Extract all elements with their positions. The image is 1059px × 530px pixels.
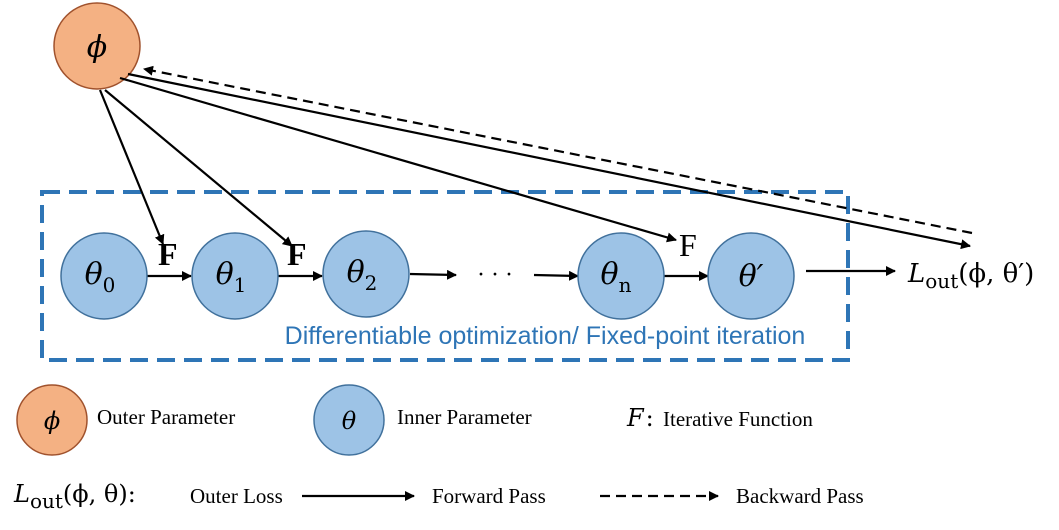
outer-node-phi: ϕ bbox=[53, 2, 141, 90]
chain-arrows bbox=[147, 266, 896, 281]
iter-label-f1: F bbox=[158, 236, 178, 272]
legend-forward: Forward Pass bbox=[302, 484, 546, 508]
inner-node-symbol: θ bbox=[347, 255, 365, 290]
arrow-theta2-to-ellipsis bbox=[409, 269, 457, 280]
inner-node-symbol: θ bbox=[601, 257, 619, 292]
legend-loss-text: Outer Loss bbox=[190, 484, 283, 508]
inner-node-subscript: 0 bbox=[103, 273, 116, 297]
inner-node-thetan: θn bbox=[577, 232, 665, 320]
inner-node-subscript: 1 bbox=[234, 273, 247, 297]
forward-arrows-from-phi bbox=[98, 72, 971, 250]
inner-node-theta-prime: θ′ bbox=[707, 232, 795, 320]
arrow-ellipsis-to-thetan bbox=[533, 270, 579, 281]
outer-node-label: ϕ bbox=[87, 30, 107, 65]
inner-node-subscript: n bbox=[619, 273, 632, 297]
legend-loss-symbol: Lout(ϕ, θ): bbox=[13, 480, 136, 513]
legend-forward-text: Forward Pass bbox=[432, 484, 546, 508]
legend-loss: Lout(ϕ, θ): Outer Loss bbox=[13, 480, 283, 513]
inner-node-theta0: θ0 bbox=[60, 232, 148, 320]
iter-label-f2: F bbox=[287, 236, 307, 272]
legend-function-symbol: F: bbox=[626, 404, 654, 432]
iteration-box-label: Differentiable optimization/ Fixed-point… bbox=[285, 322, 806, 350]
iter-label-f3: F bbox=[679, 227, 697, 263]
ellipsis: · · · bbox=[477, 262, 513, 288]
legend-backward-text: Backward Pass bbox=[736, 484, 864, 508]
legend-outer-text: Outer Parameter bbox=[97, 405, 235, 429]
svg-text:θ2: θ2 bbox=[347, 255, 378, 295]
legend-inner-text: Inner Parameter bbox=[397, 405, 532, 429]
loss-output: Lout(ϕ, θ′) bbox=[907, 259, 1034, 293]
arrow-phi-to-loss bbox=[127, 72, 971, 250]
inner-node-symbol: θ bbox=[216, 257, 234, 292]
legend-outer: ϕ Outer Parameter bbox=[16, 384, 235, 456]
svg-text:θ0: θ0 bbox=[85, 257, 116, 297]
inner-node-subscript: 2 bbox=[365, 271, 378, 295]
inner-node-theta1: θ1 bbox=[191, 232, 279, 320]
svg-text:θ1: θ1 bbox=[216, 257, 247, 297]
legend-inner-symbol: θ bbox=[342, 407, 357, 435]
inner-node-theta2: θ2 bbox=[322, 230, 410, 318]
legend-inner: θ Inner Parameter bbox=[313, 384, 532, 456]
legend-backward: Backward Pass bbox=[600, 484, 864, 508]
arrow-phi-to-f3 bbox=[119, 76, 677, 243]
svg-text:θn: θn bbox=[601, 257, 632, 297]
arrow-phi-to-f2 bbox=[104, 89, 293, 247]
backward-arrow-loss-to-phi bbox=[143, 65, 973, 235]
legend-function-text: Iterative Function bbox=[663, 407, 813, 431]
inner-node-symbol: θ bbox=[85, 257, 103, 292]
legend-outer-symbol: ϕ bbox=[44, 407, 60, 435]
arrow-phi-to-f1 bbox=[98, 89, 165, 245]
inner-node-symbol: θ′ bbox=[739, 259, 764, 294]
iteration-box bbox=[40, 190, 850, 362]
legend-function: F: Iterative Function bbox=[626, 404, 813, 432]
